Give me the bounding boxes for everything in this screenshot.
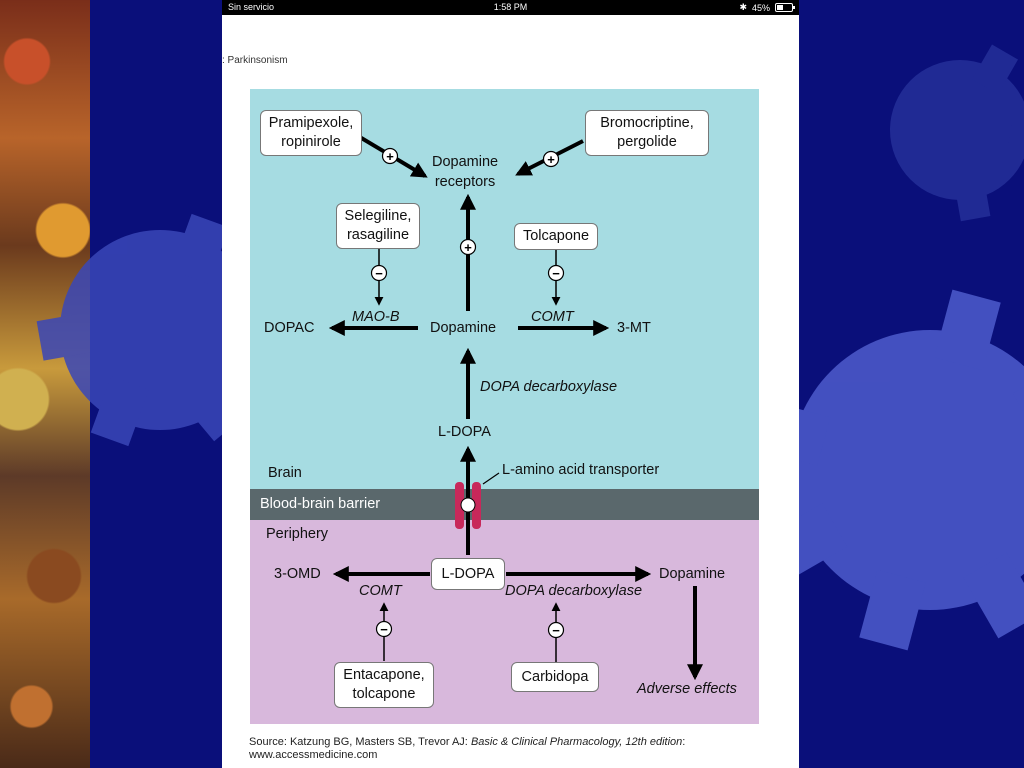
svg-text:−: − xyxy=(380,622,388,637)
svg-text:+: + xyxy=(464,240,472,255)
three-omd-label: 3-OMD xyxy=(274,566,321,582)
battery-fill xyxy=(777,5,783,10)
box-line: Bromocriptine, xyxy=(600,115,694,131)
box-line: L-DOPA xyxy=(441,565,495,582)
box-line: pergolide xyxy=(617,134,677,150)
box-line: tolcapone xyxy=(352,686,416,702)
comt-periphery-label: COMT xyxy=(359,583,402,599)
tolcapone-box: Tolcapone xyxy=(514,223,598,250)
minus-sign-icon xyxy=(547,621,565,639)
dopac-label: DOPAC xyxy=(264,320,315,336)
status-right: ✱ 45% xyxy=(739,2,795,13)
brain-zone-label: Brain xyxy=(268,465,302,481)
minus-sign-icon xyxy=(547,264,565,282)
bluetooth-icon: ✱ xyxy=(739,2,747,12)
box-line: rasagiline xyxy=(346,227,410,243)
box-line: ropinirole xyxy=(281,134,341,150)
box-line: Selegiline, xyxy=(344,208,412,224)
svg-text:−: − xyxy=(552,623,560,638)
plus-sign-icon xyxy=(542,150,560,168)
dopa-decarboxylase-periphery-label: DOPA decarboxylase xyxy=(505,583,643,599)
box-line: Carbidopa xyxy=(521,668,589,685)
comt-brain-label: COMT xyxy=(531,309,574,325)
svg-text:+: + xyxy=(386,149,394,164)
selegiline-rasagiline-box: Selegiline, rasagiline xyxy=(336,203,420,249)
battery-percent: 45% xyxy=(751,2,770,13)
pathway-figure: + + + − − − − Pramipexole, ropinirole Br… xyxy=(250,89,759,724)
mao-b-label: MAO-B xyxy=(352,309,400,325)
pathway-arrows: + + + − − − − xyxy=(328,134,703,681)
pramipexole-ropinirole-box: Pramipexole, ropinirole xyxy=(260,110,362,156)
ldopa-periphery-box: L-DOPA xyxy=(431,558,505,590)
source-suffix: : xyxy=(682,736,686,748)
node-line: Dopamine xyxy=(432,154,499,170)
dopamine-brain-label: Dopamine xyxy=(430,320,497,336)
three-mt-label: 3-MT xyxy=(617,320,651,336)
svg-text:−: − xyxy=(552,266,560,281)
svg-text:+: + xyxy=(547,152,555,167)
box-line: Tolcapone xyxy=(522,228,590,244)
dopa-decarboxylase-brain-label: DOPA decarboxylase xyxy=(480,379,618,395)
clock-label: 1:58 PM xyxy=(493,2,528,12)
plus-sign-icon xyxy=(459,238,477,256)
source-book: Basic & Clinical Pharmacology, 12th edit… xyxy=(470,736,683,748)
tablet-screenshot: Sin servicio 1:58 PM ✱ 45% : Parkinsonis… xyxy=(222,0,799,768)
status-bar: Sin servicio 1:58 PM ✱ 45% xyxy=(222,0,799,15)
dopamine-periphery-label: Dopamine xyxy=(659,566,726,582)
source-prefix: Source: Katzung BG, Masters SB, Trevor A… xyxy=(249,736,471,748)
adverse-effects-label: Adverse effects xyxy=(637,681,737,697)
minus-sign-icon xyxy=(375,620,393,638)
box-line: Entacapone, xyxy=(343,667,425,683)
bbb-zone-label: Blood-brain barrier xyxy=(260,496,381,512)
plus-sign-icon xyxy=(381,147,399,165)
bromocriptine-pergolide-box: Bromocriptine, pergolide xyxy=(585,110,709,156)
node-line: receptors xyxy=(434,174,496,190)
page-heading: : Parkinsonism xyxy=(222,55,288,66)
svg-text:−: − xyxy=(375,266,383,281)
ldopa-brain-label: L-DOPA xyxy=(438,424,491,440)
carrier-label: Sin servicio xyxy=(228,2,275,12)
texture-strip xyxy=(0,0,90,768)
blood-brain-barrier-zone xyxy=(250,489,759,520)
dopamine-receptors-label: Dopamine receptors xyxy=(432,152,498,192)
source-url: www.accessmedicine.com xyxy=(249,749,378,761)
battery-icon xyxy=(775,3,795,12)
transporter-label: L-amino acid transporter xyxy=(502,462,660,478)
carbidopa-box: Carbidopa xyxy=(511,662,599,692)
source-citation: Source: Katzung BG, Masters SB, Trevor A… xyxy=(249,736,789,762)
periphery-zone-label: Periphery xyxy=(266,526,329,542)
box-line: Pramipexole, xyxy=(268,115,354,131)
transporter-icon xyxy=(455,482,481,529)
entacapone-tolcapone-box: Entacapone, tolcapone xyxy=(334,662,434,708)
minus-sign-icon xyxy=(370,264,388,282)
